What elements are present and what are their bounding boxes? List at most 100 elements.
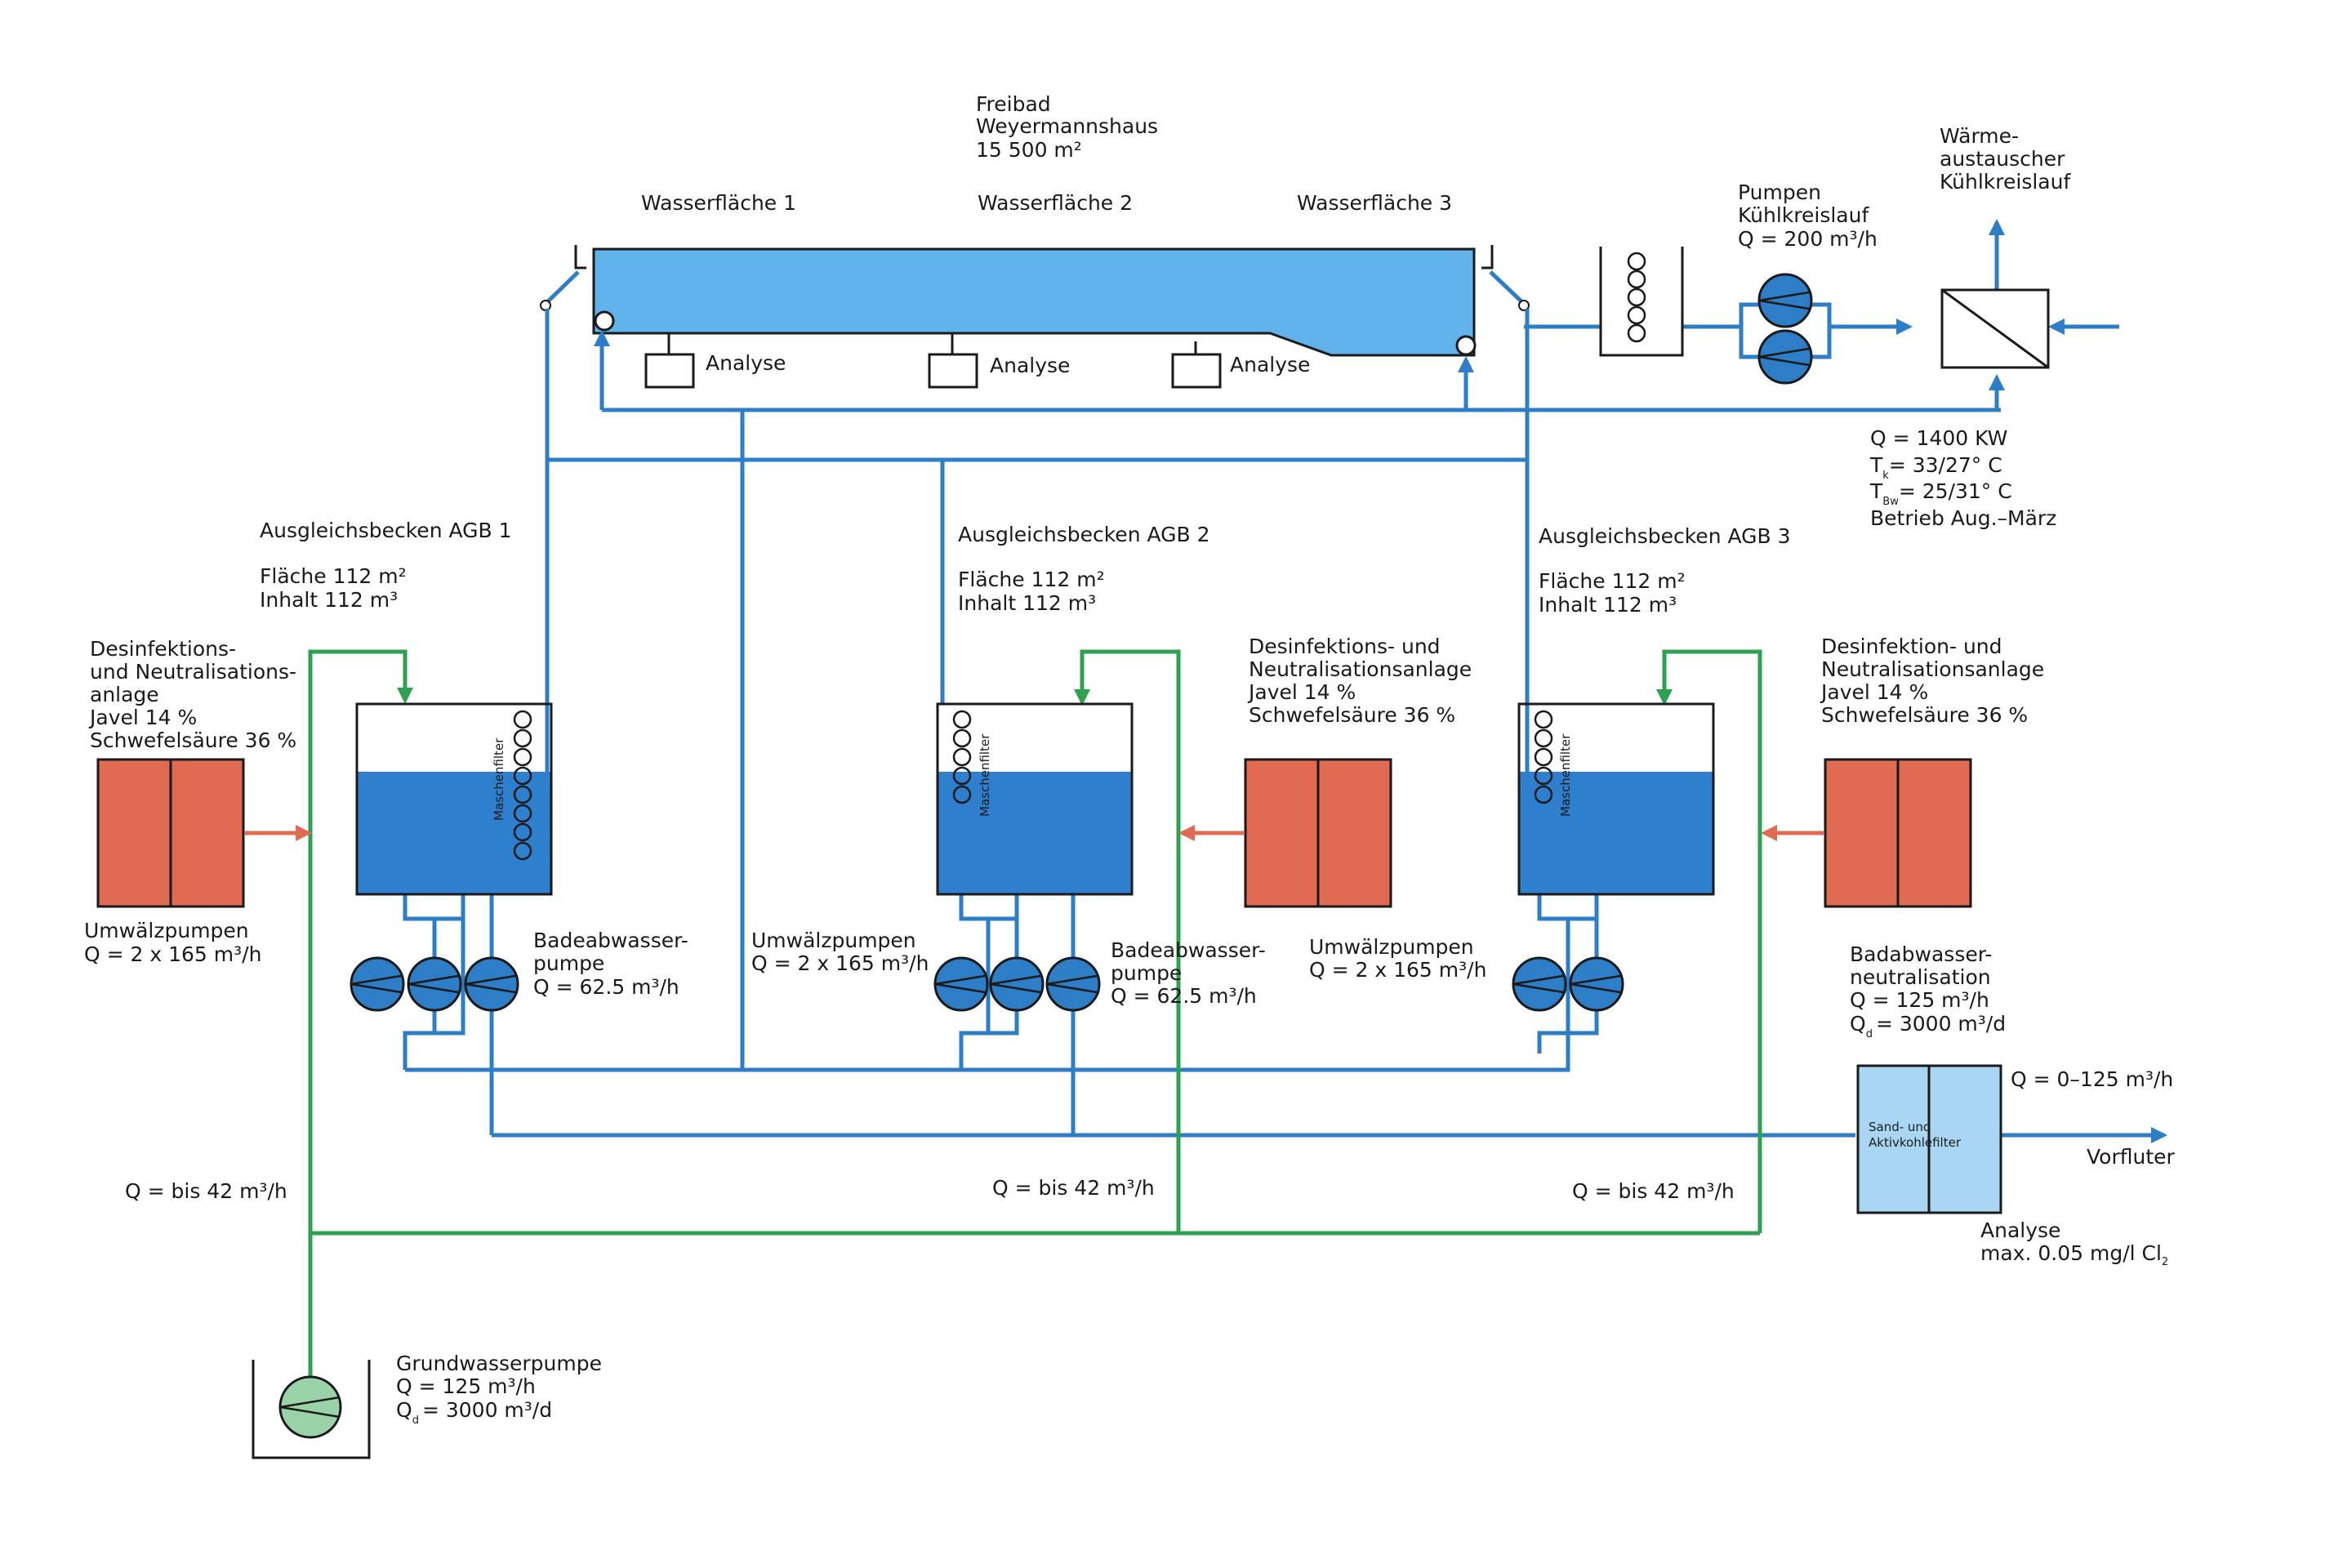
cooling-tbw: TBw= 25/31° C	[1869, 479, 2012, 508]
chem-unit-1	[96, 758, 312, 908]
chem-unit-3	[1761, 758, 1972, 908]
gw-pump-line3: Qd= 3000 m³/d	[396, 1398, 552, 1427]
umw1-flow: Q = 2 x 165 m³/h	[84, 942, 261, 966]
analyse-box-1	[644, 333, 695, 389]
desinf1-line1: Desinfektions-	[90, 637, 236, 661]
agb2-title: Ausgleichsbecken AGB 2	[958, 523, 1210, 546]
pump-impeller	[990, 974, 1042, 994]
pump-body	[464, 956, 519, 1012]
cooling-pump-icon	[1757, 329, 1813, 385]
header-line2: Weyermannshaus	[976, 114, 1158, 138]
filter-ring	[1534, 710, 1553, 729]
hx-line2: austauscher	[1940, 147, 2065, 171]
pump-impeller	[1512, 974, 1565, 994]
pool-wall-left	[574, 245, 586, 270]
coil-ring	[1627, 323, 1646, 343]
analyse-box-2	[928, 333, 978, 389]
filter-ring	[1534, 785, 1553, 804]
agb3-title: Ausgleichsbecken AGB 3	[1539, 524, 1791, 548]
green-pipes	[308, 649, 1762, 1376]
cooling-operation: Betrieb Aug.–März	[1870, 506, 2056, 530]
pump-body	[1757, 273, 1813, 328]
green-line-agb1	[308, 649, 413, 1233]
groundwater-flow-1: Q = bis 42 m³/h	[125, 1179, 287, 1203]
groundwater-pump-icon	[278, 1375, 342, 1439]
pump-icon	[1569, 956, 1624, 1012]
filter-ring	[952, 747, 972, 767]
pump-impeller	[934, 974, 987, 994]
pool-area-3-label: Wasserfläche 3	[1297, 191, 1452, 215]
desinf3-line1: Desinfektion- und	[1821, 635, 2002, 658]
final-analyse-line2: max. 0.05 mg/l Cl2	[1980, 1241, 2168, 1268]
umw2-flow: Q = 2 x 165 m³/h	[751, 951, 929, 975]
filter-ring	[952, 766, 972, 786]
cooling-pump-icon	[1757, 273, 1813, 328]
pump-icon	[933, 956, 989, 1012]
filter-ring	[513, 747, 532, 767]
filter-ring	[1534, 766, 1553, 786]
filter-ring	[513, 728, 532, 748]
analyse-label-2: Analyse	[990, 354, 1070, 377]
pump-body	[989, 956, 1045, 1012]
pool-wall-right	[1481, 245, 1494, 270]
bade2-line2: pumpe	[1111, 961, 1182, 985]
overflow-flap-left	[546, 270, 580, 304]
agb1-area: Fläche 112 m²	[260, 564, 407, 588]
sand-activated-carbon-filter	[1856, 1064, 2002, 1214]
desinf1-line2: und Neutralisations-	[90, 660, 296, 684]
desinf2-line4: Schwefelsäure 36 %	[1249, 703, 1455, 727]
bade1-line1: Badeabwasser-	[533, 929, 688, 952]
analyse-box-3	[1171, 341, 1222, 389]
cooling-tk: Tk= 33/27° C	[1869, 453, 2002, 482]
desinf1-line4: Javel 14 %	[88, 706, 197, 729]
pump-impeller	[408, 974, 460, 994]
bade2-line1: Badeabwasser-	[1111, 938, 1266, 962]
agb1-title: Ausgleichsbecken AGB 1	[260, 519, 512, 542]
pump-icon	[407, 956, 462, 1012]
agb1-filter-label: Maschenfilter	[492, 737, 506, 821]
pump-icon	[989, 956, 1045, 1012]
pumps	[278, 273, 1813, 1439]
desinf1-line5: Schwefelsäure 36 %	[90, 728, 296, 752]
pump-icon	[1045, 956, 1101, 1012]
filter-ring	[513, 804, 532, 823]
umw2-label: Umwälzpumpen	[751, 929, 916, 952]
filter-ring	[513, 785, 532, 804]
groundwater-flow-3: Q = bis 42 m³/h	[1572, 1179, 1735, 1203]
desinf1-line3: anlage	[90, 683, 159, 706]
gw-pump-line2: Q = 125 m³/h	[396, 1374, 536, 1398]
coil-ring	[1627, 305, 1646, 325]
cooling-coil	[1599, 247, 1684, 357]
filter-ring	[952, 710, 972, 729]
pump-impeller	[350, 974, 403, 994]
pump-impeller	[279, 1396, 340, 1419]
agb3-volume: Inhalt 112 m³	[1539, 593, 1677, 617]
neutral-daily: Qd= 3000 m³/d	[1850, 1012, 2006, 1040]
pump-body	[1757, 329, 1813, 385]
agb2-volume: Inhalt 112 m³	[958, 591, 1096, 615]
overflow-flap-right	[1489, 270, 1524, 304]
tank-agb1	[355, 702, 553, 896]
pump-impeller	[1758, 347, 1811, 367]
agb2-filter-label: Maschenfilter	[978, 733, 992, 817]
filter-ring	[1534, 728, 1553, 748]
agb1-volume: Inhalt 112 m³	[260, 588, 398, 612]
overflow-cap-right	[1518, 300, 1530, 311]
pump-body	[1569, 956, 1624, 1012]
desinf2-line2: Neutralisationsanlage	[1249, 657, 1472, 681]
filter-ring	[513, 841, 532, 861]
pump-impeller	[465, 974, 517, 994]
pool-area-1-label: Wasserfläche 1	[641, 191, 796, 215]
green-line-agb2	[1074, 649, 1181, 1233]
pump-body	[407, 956, 462, 1012]
hx-line3: Kühlkreislauf	[1940, 170, 2071, 194]
bade2-flow: Q = 62.5 m³/h	[1111, 984, 1257, 1008]
labels: Freibad Weyermannshaus 15 500 m² Wasserf…	[84, 92, 2176, 1427]
filter-out-flow: Q = 0–125 m³/h	[2011, 1067, 2173, 1091]
pump-body	[1512, 956, 1567, 1012]
gw-pump-line1: Grundwasserpumpe	[396, 1352, 602, 1375]
umw1-label: Umwälzpumpen	[84, 919, 249, 942]
cooling-pumps-line2: Kühlkreislauf	[1738, 203, 1869, 227]
agb3-area: Fläche 112 m²	[1539, 569, 1686, 593]
vorfluter-label: Vorfluter	[2087, 1145, 2176, 1169]
